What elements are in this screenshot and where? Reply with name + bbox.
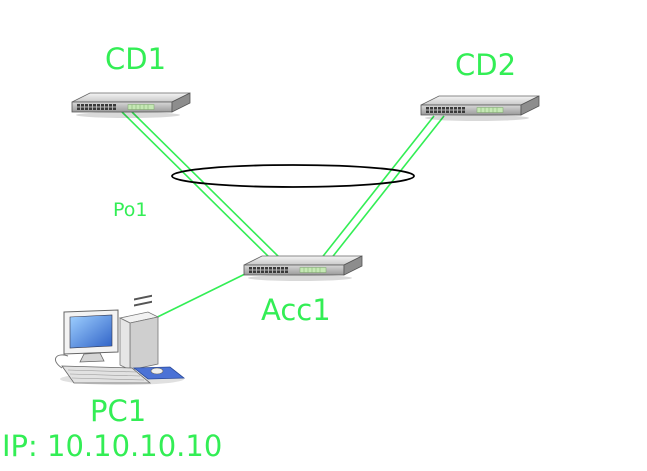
pc1-label: PC1 <box>90 394 147 428</box>
portchannel-ring <box>171 164 415 188</box>
cd2-label: CD2 <box>455 48 517 82</box>
switch-icon[interactable] <box>71 92 191 119</box>
link-cd1-acc1 <box>121 111 283 261</box>
cd1-label: CD1 <box>105 42 167 76</box>
acc1-label: Acc1 <box>261 293 331 327</box>
desktop-computer-icon[interactable] <box>54 294 186 385</box>
link-cd2-acc1 <box>319 115 445 261</box>
switch-icon[interactable] <box>243 255 363 282</box>
pc1-ip-label: IP: 10.10.10.10 <box>2 429 223 463</box>
portchannel-label: Po1 <box>113 199 148 221</box>
switch-icon[interactable] <box>420 95 540 122</box>
